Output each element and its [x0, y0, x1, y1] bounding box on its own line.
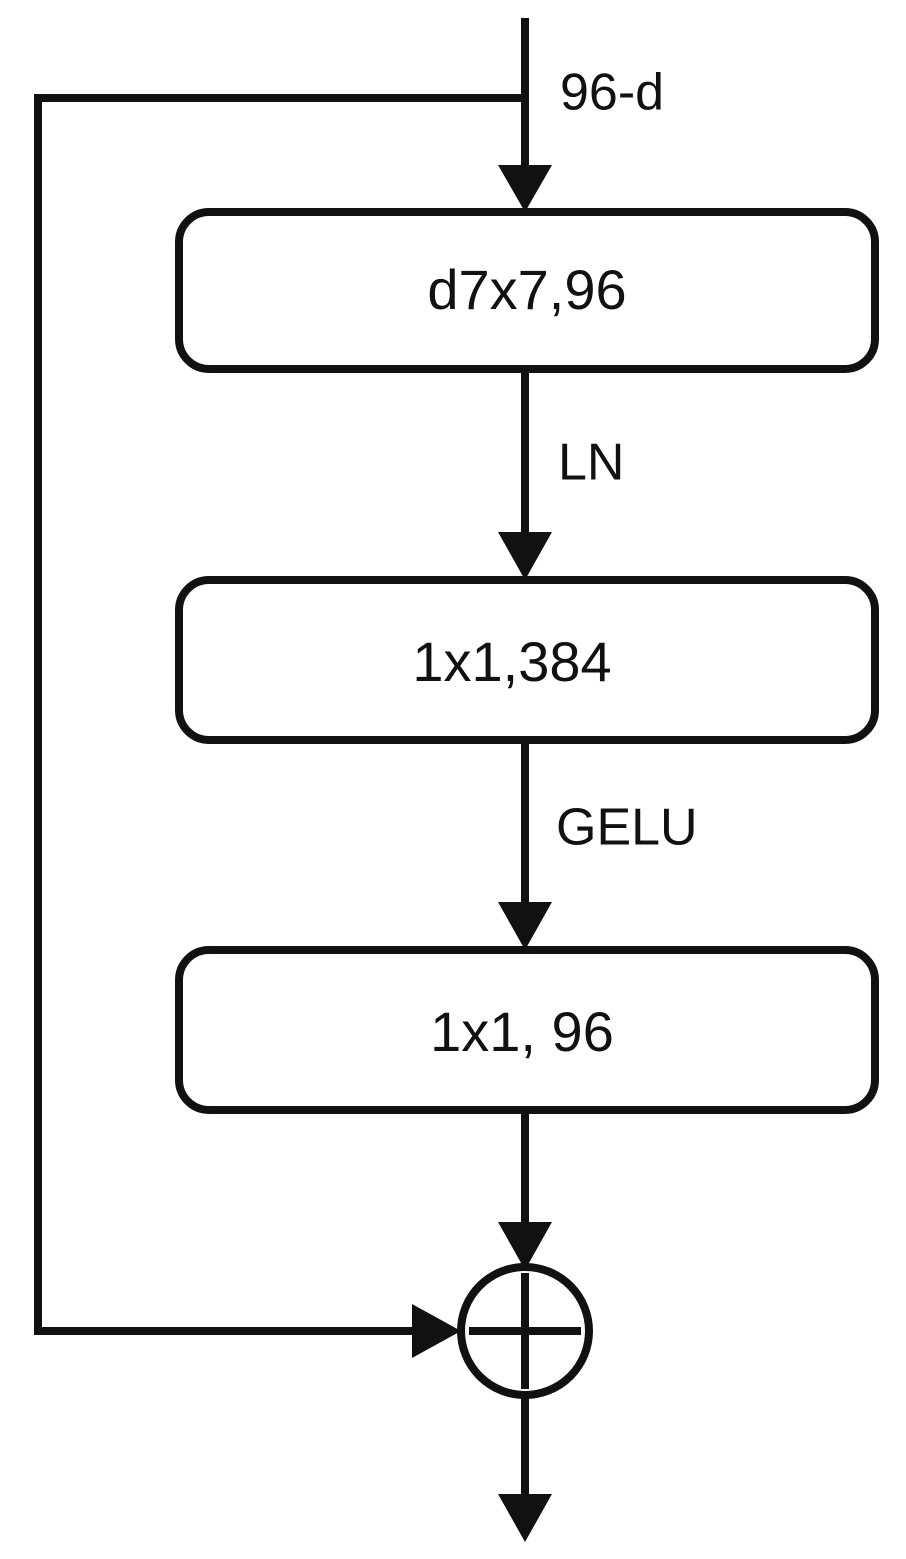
input-dimension-label: 96-d	[560, 64, 664, 122]
sum-node	[457, 1263, 593, 1399]
ln-edge-label: LN	[558, 434, 624, 492]
block-output-arrowhead	[498, 1222, 552, 1270]
expansion-conv-label: 1x1,384	[412, 630, 611, 693]
gelu-edge-label: GELU	[556, 799, 698, 857]
gelu-edge-arrowhead	[498, 902, 552, 950]
skip-connection-arrowhead	[412, 1304, 461, 1358]
final-output-arrowhead	[498, 1494, 552, 1542]
projection-conv-label: 1x1, 96	[430, 1000, 614, 1063]
input-arrowhead	[498, 165, 552, 212]
skip-connection-line	[34, 94, 525, 1335]
ln-edge-arrowhead	[498, 532, 552, 580]
depthwise-conv-label: d7x7,96	[427, 258, 626, 321]
